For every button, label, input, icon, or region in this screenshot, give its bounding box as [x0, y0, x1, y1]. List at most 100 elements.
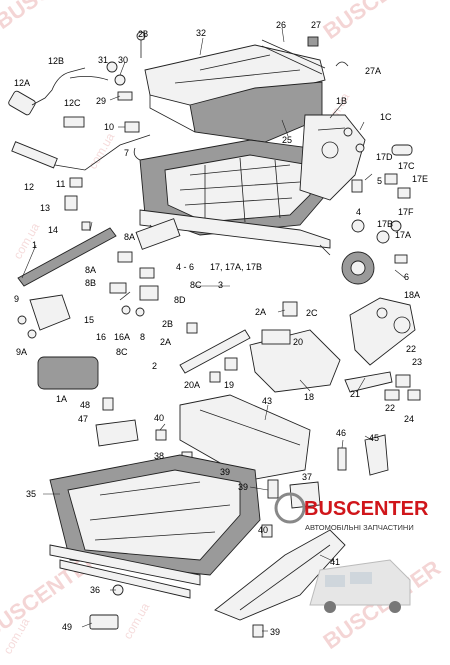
part-label: 21: [350, 389, 360, 399]
watermark-text: com.ua: [10, 220, 42, 261]
part-label: 3: [218, 280, 223, 290]
part-label: 11: [56, 179, 65, 189]
right-lower-parts: [261, 434, 389, 538]
part-label: 37: [302, 472, 312, 482]
part-label: 39: [220, 467, 230, 477]
watermark-text: com.ua: [120, 600, 152, 641]
part-label: 47: [78, 414, 88, 424]
part-label: 17D: [376, 152, 393, 162]
part-label: 7: [124, 148, 129, 158]
part-label: 13: [40, 203, 50, 213]
part-label: 12A: [14, 78, 30, 88]
part-label: 27: [311, 20, 321, 30]
part-label: 2C: [306, 308, 318, 318]
part-label: 41: [330, 557, 340, 567]
part-label: 27A: [365, 66, 381, 76]
van-image: [309, 559, 411, 613]
part-label: 8C: [190, 280, 202, 290]
part-label: 22: [385, 403, 395, 413]
lever-assembly: [64, 195, 181, 317]
part-label: 36: [90, 585, 100, 595]
part-label: 2: [152, 361, 157, 371]
trim-bar: [17, 227, 117, 287]
part-label: 2A: [255, 307, 266, 317]
part-label: 8A: [124, 232, 135, 242]
part-label: 48: [80, 400, 90, 410]
part-label: 9A: [16, 347, 27, 357]
part-label: 8C: [116, 347, 128, 357]
part-label: 40: [258, 525, 268, 535]
part-label: 8: [140, 332, 145, 342]
link-rod-2: [179, 329, 251, 374]
brand-logo: BUSCENTER АВТОМОБІЛЬНІ ЗАПЧАСТИНИ: [274, 492, 429, 532]
part-label: 17A: [395, 230, 411, 240]
part-label: 25: [282, 135, 292, 145]
part-label: 18: [304, 392, 314, 402]
part-label: 1B: [336, 96, 347, 106]
logo-ring-icon: [274, 492, 306, 524]
part-label: 2A: [160, 337, 171, 347]
part-label: 16A: [114, 332, 130, 342]
part-label: 20A: [184, 380, 200, 390]
part-label: 8A: [85, 265, 96, 275]
wire-clip: [335, 61, 349, 67]
part-label: 12B: [48, 56, 64, 66]
cable-rod: [11, 121, 151, 188]
part-label: 38: [154, 451, 164, 461]
part-label: 32: [196, 28, 206, 38]
part-label: 19: [224, 380, 234, 390]
part-label: 17F: [398, 207, 414, 217]
adjust-handle-assembly: [8, 31, 146, 128]
part-label: 17C: [398, 161, 415, 171]
part-labels: 28 32 26 27 27A 31 30 29 12B 12A 12C 1B …: [14, 20, 428, 637]
part-label: 35: [26, 489, 36, 499]
part-label: 5: [377, 176, 382, 186]
bracket-9: [17, 294, 71, 339]
part-label: 14: [48, 225, 58, 235]
part-label: 20: [293, 337, 303, 347]
seat-base-frame-35: [49, 454, 261, 599]
part-label: 31: [98, 55, 108, 65]
part-label: 39: [238, 482, 248, 492]
leader-lines: [21, 27, 406, 632]
part-label: 4: [356, 207, 361, 217]
watermark-text: BUSCENTER: [319, 0, 446, 44]
part-label: 1A: [56, 394, 67, 404]
part-label: 4 - 6: [176, 262, 194, 272]
part-label: 12: [24, 182, 34, 192]
part-label: 17B: [377, 219, 393, 229]
part-label: 18A: [404, 290, 420, 300]
part-label: 9: [14, 294, 19, 304]
part-label: 23: [412, 357, 422, 367]
part-label: 17, 17A, 17B: [210, 262, 262, 272]
logo-subtitle: АВТОМОБІЛЬНІ ЗАПЧАСТИНИ: [305, 523, 414, 532]
rail-cover-18: [249, 329, 341, 393]
part-label: 2B: [162, 319, 173, 329]
gear-wheel: [341, 251, 375, 285]
part-label: 26: [276, 20, 286, 30]
part-label: 16: [96, 332, 106, 342]
clip-part: [307, 36, 319, 47]
part-label: 22: [406, 344, 416, 354]
seat-cushion-pad: [144, 44, 326, 143]
part-label: 24: [404, 414, 414, 424]
bolts-right: [186, 301, 421, 401]
side-parts: [343, 127, 413, 264]
part-label: 49: [62, 622, 72, 632]
bolt-39-bottom: [252, 624, 264, 638]
part-label: 46: [336, 428, 346, 438]
watermark-text: com.ua: [85, 130, 117, 171]
part-label: 39: [270, 627, 280, 637]
part-label: 1C: [380, 112, 392, 122]
plate-43: [179, 394, 311, 481]
part-label: 43: [262, 396, 272, 406]
watermark-text: BUSCENTER: [0, 0, 117, 34]
trim-strip-20: [261, 329, 291, 345]
part-label: 17E: [412, 174, 428, 184]
part-label: 15: [84, 315, 94, 325]
part-label: 40: [154, 413, 164, 423]
part-label: 8B: [85, 278, 96, 288]
part-label: 1: [32, 240, 37, 250]
height-adjust-bracket: [349, 297, 416, 366]
